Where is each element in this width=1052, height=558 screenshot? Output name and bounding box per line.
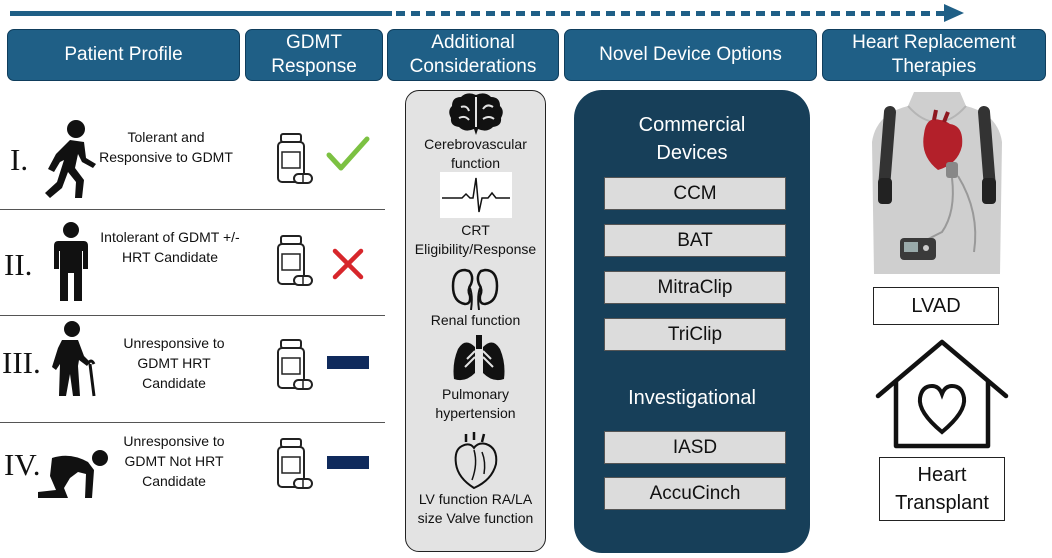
lvad-label: LVAD	[911, 295, 961, 317]
row-divider	[0, 315, 385, 316]
pill-bottle-icon	[277, 438, 313, 489]
heart-transplant-label: Heart Transplant	[895, 464, 989, 514]
check-icon	[326, 136, 370, 171]
additional-considerations-panel	[405, 90, 546, 552]
consideration-pulmonary: Pulmonary hypertension	[435, 386, 516, 421]
header-additional-considerations-label: Additional Considerations	[409, 32, 537, 77]
anatomical-heart-icon	[454, 432, 498, 490]
heart-transplant-box: Heart Transplant	[879, 457, 1005, 521]
consideration-lv: LV function RA/LA size Valve function	[417, 491, 534, 526]
ecg-icon	[442, 177, 510, 213]
row-divider	[0, 209, 385, 210]
dash-icon	[327, 356, 369, 369]
device-mitraclip: MitraClip	[604, 271, 786, 304]
crawling-person-icon	[38, 450, 108, 498]
row-4-profile-text: Unresponsive to GDMT Not HRT Candidate	[123, 433, 225, 489]
brain-icon	[449, 93, 503, 135]
progression-arrow-solid	[10, 11, 392, 16]
header-patient-profile: Patient Profile	[7, 29, 240, 81]
x-icon	[332, 248, 364, 280]
pill-bottle-icon	[277, 133, 313, 184]
header-heart-replacement: Heart Replacement Therapies	[822, 29, 1046, 81]
consideration-cerebrovascular: Cerebrovascular function	[424, 136, 527, 171]
row-2-numeral: II.	[4, 247, 33, 282]
dash-icon	[327, 456, 369, 469]
elderly-person-cane-icon	[52, 321, 96, 397]
lungs-icon	[453, 335, 505, 381]
commercial-devices-title: Commercial Devices	[638, 114, 746, 164]
device-triclip: TriClip	[604, 318, 786, 351]
progression-arrow-head	[944, 4, 964, 22]
house-heart-icon	[875, 339, 1009, 449]
consideration-renal: Renal function	[430, 312, 521, 328]
row-divider	[0, 422, 385, 423]
device-bat: BAT	[604, 224, 786, 257]
pill-bottle-icon	[277, 339, 313, 390]
header-heart-replacement-label: Heart Replacement Therapies	[852, 32, 1016, 77]
device-iasd: IASD	[604, 431, 786, 464]
consideration-crt: CRT Eligibility/Response	[414, 222, 537, 257]
lvad-torso-illustration	[872, 92, 1002, 274]
device-ccm: CCM	[604, 177, 786, 210]
standing-person-icon	[54, 222, 88, 301]
row-1-numeral: I.	[10, 142, 29, 177]
row-3-numeral: III.	[2, 345, 41, 380]
investigational-title: Investigational	[628, 387, 756, 409]
header-additional-considerations: Additional Considerations	[387, 29, 559, 81]
row-4-numeral: IV.	[4, 447, 41, 482]
row-2-profile-text: Intolerant of GDMT +/- HRT Candidate	[100, 229, 240, 265]
progression-arrow-dotted	[396, 11, 944, 16]
pill-bottle-icon	[277, 235, 313, 286]
kidneys-icon	[451, 268, 499, 310]
row-3-profile-text: Unresponsive to GDMT HRT Candidate	[123, 335, 225, 391]
header-novel-device-options-label: Novel Device Options	[599, 44, 782, 65]
header-patient-profile-label: Patient Profile	[64, 44, 183, 65]
header-novel-device-options: Novel Device Options	[564, 29, 817, 81]
header-gdmt-response-label: GDMT Response	[271, 32, 357, 77]
row-1-profile-text: Tolerant and Responsive to GDMT	[99, 129, 233, 165]
device-accucinch: AccuCinch	[604, 477, 786, 510]
lvad-box: LVAD	[873, 287, 999, 325]
header-gdmt-response: GDMT Response	[245, 29, 383, 81]
walking-person-icon	[45, 120, 96, 198]
